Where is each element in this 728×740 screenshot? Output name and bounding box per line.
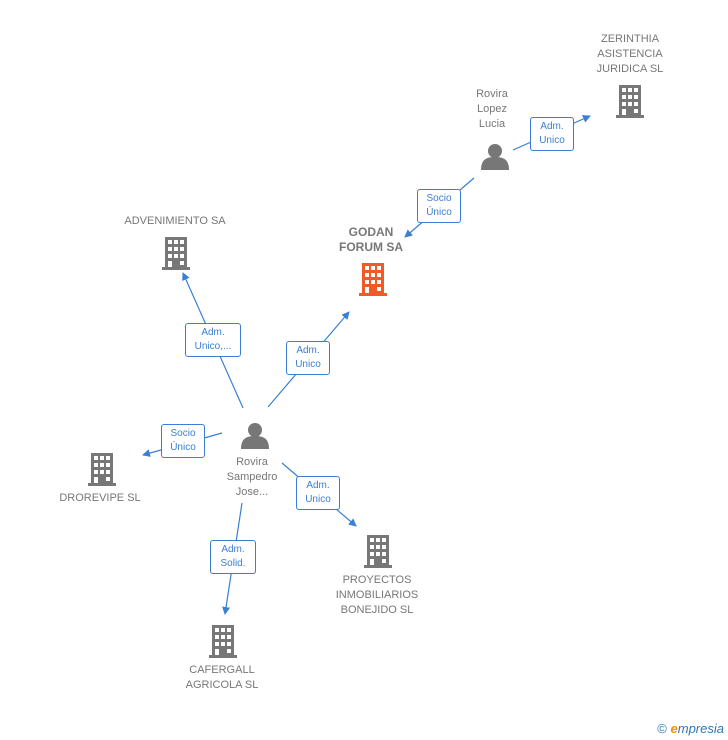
- godan-label[interactable]: GODAN FORUM SA: [339, 225, 403, 254]
- person-icon[interactable]: [241, 423, 269, 449]
- empresia-watermark: © empresia: [657, 721, 724, 736]
- copyright-symbol: ©: [657, 721, 667, 736]
- edge-label-lucia-zerinthia: Adm. Unico: [530, 117, 574, 151]
- brand-e: e: [670, 721, 678, 736]
- company-building-icon[interactable]: [616, 85, 644, 118]
- company-building-icon[interactable]: [162, 237, 190, 270]
- cafergall-label[interactable]: CAFERGALL AGRICOLA SL: [185, 664, 259, 691]
- edge-label-jose-drorevipe: Socio Único: [161, 424, 205, 458]
- proyectos-label[interactable]: PROYECTOS INMOBILIARIOS BONEJIDO SL: [335, 574, 419, 616]
- zerinthia-label[interactable]: ZERINTHIA ASISTENCIA JURIDICA SL: [596, 33, 664, 75]
- drorevipe-label[interactable]: DROREVIPE SL: [59, 492, 141, 504]
- edge-label-jose-advenimiento: Adm. Unico,...: [185, 323, 241, 357]
- edge-label-lucia-godan: Socio Único: [417, 189, 461, 223]
- person-icon[interactable]: [481, 144, 509, 170]
- lucia-label[interactable]: Rovira Lopez Lucia: [476, 88, 508, 130]
- advenimiento-label[interactable]: ADVENIMIENTO SA: [124, 215, 226, 227]
- focus-company-building-icon[interactable]: [359, 263, 387, 296]
- company-building-icon[interactable]: [364, 535, 392, 568]
- company-building-icon[interactable]: [209, 625, 237, 658]
- jose-label[interactable]: Rovira Sampedro Jose...: [226, 456, 278, 498]
- company-building-icon[interactable]: [88, 453, 116, 486]
- edge-label-jose-cafergall: Adm. Solid.: [210, 540, 256, 574]
- edge-label-jose-proyectos: Adm. Unico: [296, 476, 340, 510]
- edge-label-jose-godan: Adm. Unico: [286, 341, 330, 375]
- brand-name: mpresia: [677, 721, 724, 736]
